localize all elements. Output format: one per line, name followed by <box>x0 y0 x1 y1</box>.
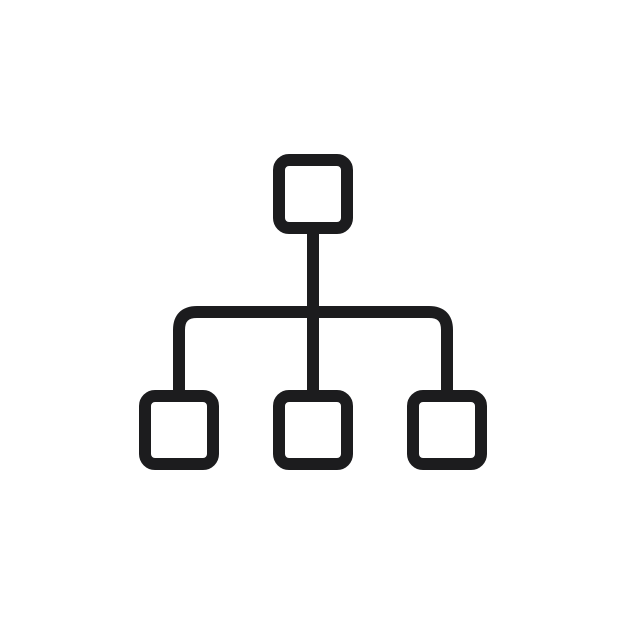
branch-bar <box>173 306 453 398</box>
left-node-box <box>139 390 219 470</box>
center-node-box <box>273 390 353 470</box>
right-node-box <box>407 390 487 470</box>
hierarchy-lines <box>173 224 453 398</box>
root-node-box <box>273 154 353 234</box>
